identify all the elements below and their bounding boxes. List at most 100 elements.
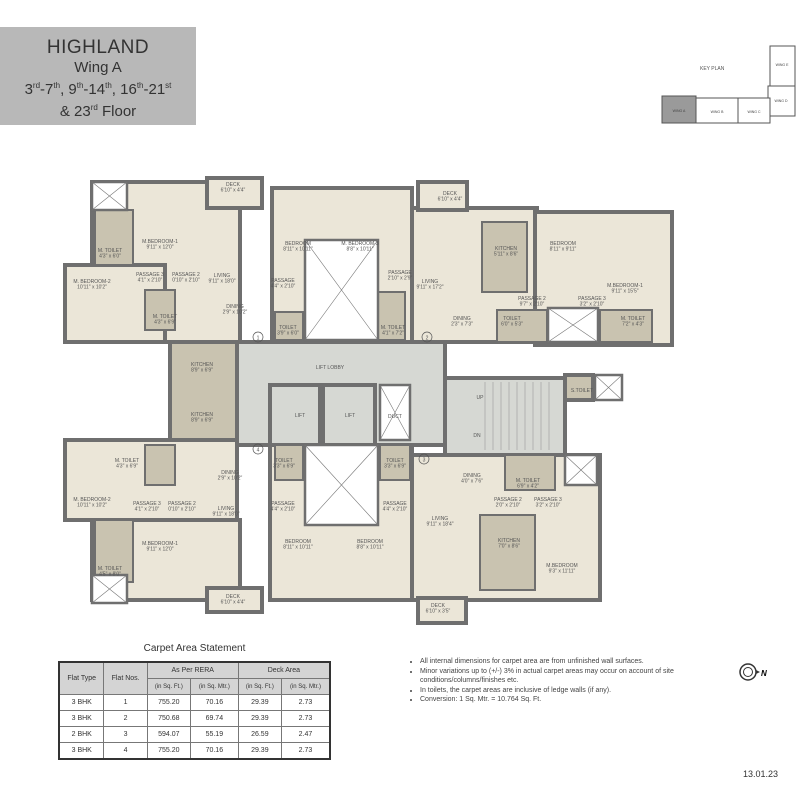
carpet-area-table: Flat Type Flat Nos. As Per RERA Deck Are…: [58, 661, 331, 760]
room-dimension: 3'3" x 6'9": [273, 464, 295, 470]
deck-4: [205, 586, 264, 614]
room-dimension: 4'0" x 7'6": [461, 479, 483, 485]
table-cell: 70.16: [189, 694, 239, 711]
room-dimension: 6'10" x 4'4": [221, 600, 246, 606]
col-rera-sqm: (in Sq. Mtr.): [189, 678, 239, 695]
room-dimension: 10'11" x 10'2": [77, 285, 107, 291]
unit-number: 3: [423, 458, 426, 464]
table-cell: 3 BHK: [58, 710, 105, 727]
table-cell: 3 BHK: [58, 742, 105, 760]
room-dimension: 4'1" x 2'10": [135, 507, 160, 513]
room-dimension: 4'1" x 2'10": [138, 278, 163, 284]
table-cell: 2: [103, 710, 148, 727]
room-name: PASSAGE 3: [534, 497, 562, 503]
note: All internal dimensions for carpet area …: [420, 657, 730, 667]
notes-list: All internal dimensions for carpet area …: [410, 657, 730, 705]
room-name: TOILET: [275, 458, 292, 464]
room-name: PASSAGE: [271, 501, 295, 507]
room-dimension: 4'3" x 6'9": [154, 320, 176, 326]
void-cross: [564, 454, 598, 486]
room-name: LIVING: [432, 516, 449, 522]
room-dimension: 4'4" x 2'10": [271, 284, 296, 290]
room-name: DINING: [221, 470, 239, 476]
room-dimension: 9'7" x 2'10": [520, 302, 545, 308]
key-wing-c-label: WING C: [747, 110, 760, 114]
room-dimension: 9'11" x 17'2": [416, 285, 443, 291]
room-name: BEDROOM: [357, 539, 383, 545]
table-cell: 1: [103, 694, 148, 711]
lift-label: LIFT: [295, 413, 305, 419]
room-name: PASSAGE 2: [168, 501, 196, 507]
s-toilet: [563, 373, 595, 402]
room-name: PASSAGE 2: [494, 497, 522, 503]
col-deck-sqft: (in Sq. Ft.): [237, 678, 282, 695]
room-name: PASSAGE 2: [518, 296, 546, 302]
key-wing-a-label: WING A: [673, 109, 686, 113]
duct-label: DUCT: [388, 414, 402, 420]
key-plan: WING E WING D WING C WING B WING A: [661, 45, 796, 124]
stair-down-label: DN: [473, 433, 481, 439]
unit-number: 2: [426, 336, 429, 342]
void-cross: [547, 307, 599, 343]
room-dimension: 8'11" x 9'11": [550, 247, 577, 253]
void-cross: [91, 574, 128, 604]
room-name: M. BEDROOM-2: [73, 497, 110, 503]
room-dimension: 7'0" x 8'6": [498, 544, 520, 550]
room-name: M. TOILET: [516, 478, 540, 484]
unit-number: 1: [257, 336, 260, 342]
room-dimension: 8'8" x 10'11": [346, 247, 373, 253]
room-dimension: 9'11" x 12'0": [146, 547, 173, 553]
room-name: PASSAGE: [388, 270, 412, 276]
room-dimension: 8'11" x 10'11": [283, 247, 313, 253]
room-dimension: 4'3" x 6'0": [99, 254, 121, 260]
room-name: PASSAGE 2: [172, 272, 200, 278]
title-block: HIGHLAND Wing A 3rd-7th, 9th-14th, 16th-…: [0, 27, 196, 125]
north-arrow-icon: N: [739, 663, 767, 681]
room-name: BEDROOM: [285, 539, 311, 545]
table-cell: 3: [103, 726, 148, 743]
room-dimension: 0'10" x 2'10": [168, 507, 196, 513]
key-wing-b: [695, 97, 739, 124]
project-name: HIGHLAND: [46, 37, 150, 58]
room-name: M. TOILET: [115, 458, 139, 464]
table-cell: 2.73: [280, 742, 331, 760]
room-name: M. TOILET: [98, 248, 122, 254]
room-dimension: 9'11" x 18'0": [212, 512, 239, 518]
col-deck-sqm: (in Sq. Mtr.): [280, 678, 331, 695]
unit-number-marker: [421, 331, 433, 343]
room-dimension: 2'3" x 7'3": [451, 322, 473, 328]
key-wing-a: [661, 95, 697, 124]
wet-area: [374, 291, 406, 341]
col-rera-sqft: (in Sq. Ft.): [146, 678, 191, 695]
table-cell: 755.20: [146, 694, 191, 711]
room-name: M. TOILET: [98, 566, 122, 572]
lift-lobby-label: LIFT LOBBY: [316, 365, 345, 371]
room-dimension: 6'9" x 4'2": [517, 484, 539, 490]
room-dimension: 8'9" x 6'9": [191, 368, 213, 374]
table-cell: 55.19: [189, 726, 239, 743]
key-plan-label: KEY PLAN: [700, 66, 725, 72]
col-rera: As Per RERA: [146, 661, 239, 679]
room-dimension: 2'10" x 2'9": [388, 276, 413, 282]
table-cell: 4: [103, 742, 148, 760]
table-cell: 26.59: [237, 726, 282, 743]
room-dimension: 2'0" x 2'10": [496, 503, 521, 509]
wet-area: [144, 444, 176, 486]
unit-number-marker: [418, 453, 430, 465]
wet-area: [481, 221, 528, 293]
room-dimension: 4'3" x 6'9": [116, 464, 138, 470]
note: Minor variations up to (+/-) 3% in actua…: [420, 667, 730, 686]
key-wing-d-label: WING D: [774, 99, 787, 103]
void-cross: [304, 444, 379, 526]
room-dimension: 3'3" x 6'9": [384, 464, 406, 470]
key-wing-e: [769, 45, 796, 87]
table-cell: 29.39: [237, 742, 282, 760]
col-flat-nos: Flat Nos.: [103, 661, 148, 695]
s-toilet-label: S.TOILET: [571, 388, 593, 394]
col-flat-type: Flat Type: [58, 661, 105, 695]
kitchens-left: [168, 340, 239, 442]
deck-1: [205, 176, 264, 210]
void-cross: [91, 181, 128, 211]
wet-area: [599, 309, 653, 343]
